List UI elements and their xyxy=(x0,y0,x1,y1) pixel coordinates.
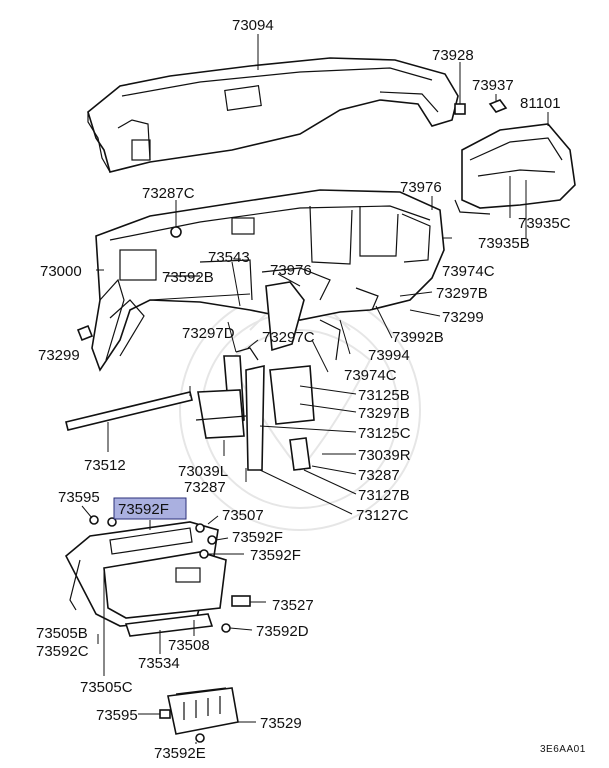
diagram-code: 3E6AA01 xyxy=(540,744,586,755)
label-73543: 73543 xyxy=(208,249,250,266)
center-braces xyxy=(195,281,379,471)
bracket-73512 xyxy=(65,386,193,452)
label-73534: 73534 xyxy=(138,655,180,672)
label-73507: 73507 xyxy=(222,507,264,524)
label-73127c: 73127C xyxy=(356,507,409,524)
label-73527: 73527 xyxy=(272,597,314,614)
label-73297d: 73297D xyxy=(182,325,235,342)
label-73592f-b: 73592F xyxy=(250,547,301,564)
clip-73928 xyxy=(454,62,466,115)
upper-dash-pad-73094 xyxy=(87,34,459,173)
clip-73937 xyxy=(488,94,508,113)
label-73976-upper: 73976 xyxy=(400,179,442,196)
label-73529: 73529 xyxy=(260,715,302,732)
screws-glove xyxy=(89,515,253,644)
label-73592c: 73592C xyxy=(36,643,89,660)
label-73299-left: 73299 xyxy=(38,347,80,364)
label-81101: 81101 xyxy=(520,95,561,112)
highlight-box-73592f xyxy=(113,497,187,520)
label-73976-lower: 73976 xyxy=(270,262,312,279)
leader-lines-lower xyxy=(81,505,160,715)
label-73937: 73937 xyxy=(472,77,514,94)
clip-73299-left xyxy=(76,324,94,342)
label-73287-right: 73287 xyxy=(358,467,400,484)
label-73505c: 73505C xyxy=(80,679,133,696)
label-73592d: 73592D xyxy=(256,623,309,640)
label-73039r: 73039R xyxy=(358,447,411,464)
label-73505b: 73505B xyxy=(36,625,88,642)
label-73592e: 73592E xyxy=(154,745,206,762)
latch-73527 xyxy=(231,595,266,607)
label-73994: 73994 xyxy=(368,347,410,364)
label-73287c: 73287C xyxy=(142,185,195,202)
label-73595-upper: 73595 xyxy=(58,489,100,506)
label-73928: 73928 xyxy=(432,47,474,64)
meter-hood-81101 xyxy=(454,112,576,238)
label-73974c-lower: 73974C xyxy=(344,367,397,384)
label-73595-lower: 73595 xyxy=(96,707,138,724)
label-73992b: 73992B xyxy=(392,329,444,346)
label-73287-left: 73287 xyxy=(184,479,226,496)
screw-73287c xyxy=(170,200,182,238)
label-73592f-a: 73592F xyxy=(232,529,283,546)
label-73094: 73094 xyxy=(232,17,274,34)
hinge-73508 xyxy=(124,613,214,654)
label-73592f-highlighted: 73592F xyxy=(118,501,169,518)
label-73125c: 73125C xyxy=(358,425,411,442)
label-73297b-lower: 73297B xyxy=(358,405,410,422)
label-73000: 73000 xyxy=(40,263,82,280)
label-73974c-upper: 73974C xyxy=(442,263,495,280)
label-73299-right: 73299 xyxy=(442,309,484,326)
label-73512: 73512 xyxy=(84,457,126,474)
label-73592b: 73592B xyxy=(162,269,214,286)
label-73508: 73508 xyxy=(168,637,210,654)
label-73297c: 73297C xyxy=(262,329,315,346)
label-73039l: 73039L xyxy=(178,463,228,480)
glove-box-73505 xyxy=(64,521,227,676)
label-73935b: 73935B xyxy=(478,235,530,252)
label-73125b: 73125B xyxy=(358,387,410,404)
label-73127b: 73127B xyxy=(358,487,410,504)
label-73935c: 73935C xyxy=(518,215,571,232)
box-73529 xyxy=(159,687,256,744)
leader-lines xyxy=(96,196,452,515)
part-labels: 73094 73928 73937 81101 73287C 73976 739… xyxy=(36,17,586,762)
label-73297b-upper: 73297B xyxy=(436,285,488,302)
